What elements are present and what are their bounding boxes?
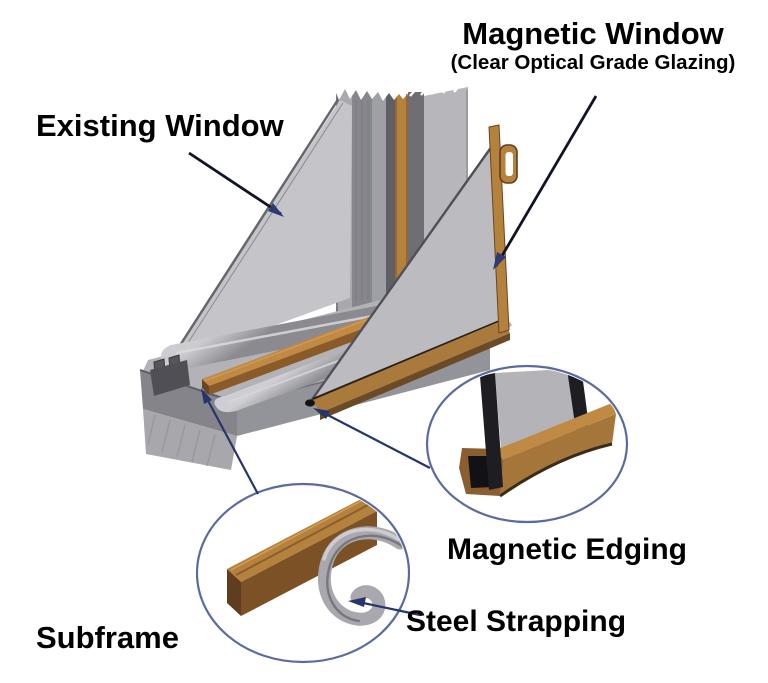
magnetic-edging-arrow xyxy=(313,408,431,469)
magnetic-edging-callout xyxy=(425,364,629,524)
magnetic-edging-shadow xyxy=(320,333,510,420)
magnetic-edging-strip xyxy=(313,320,510,413)
magnetic-window-glazing xyxy=(311,139,503,401)
magnetic-window-arrow xyxy=(493,95,598,270)
latch-block xyxy=(150,354,190,396)
magnetic-window-title: Magnetic Window xyxy=(462,16,724,51)
cut-hatching-top xyxy=(328,72,462,101)
steel-strap xyxy=(317,526,407,626)
existing-window-arrow xyxy=(188,151,284,217)
magnetic-window-label: Magnetic Window (Clear Optical Grade Gla… xyxy=(418,16,768,74)
subframe-strip-sill xyxy=(202,306,405,395)
magnetic-window-subtitle: (Clear Optical Grade Glazing) xyxy=(450,50,736,74)
subframe-arrow xyxy=(201,388,259,495)
magnetic-edging-label: Magnetic Edging xyxy=(447,533,687,566)
existing-window-glass xyxy=(166,97,352,367)
steel-strapping-label: Steel Strapping xyxy=(406,605,627,638)
subframe-label: Subframe xyxy=(36,620,179,655)
existing-window-label: Existing Window xyxy=(36,108,284,143)
subframe-callout xyxy=(195,482,411,664)
steel-strapping-arrow xyxy=(348,597,421,617)
magnetic-window-panel xyxy=(305,124,518,420)
